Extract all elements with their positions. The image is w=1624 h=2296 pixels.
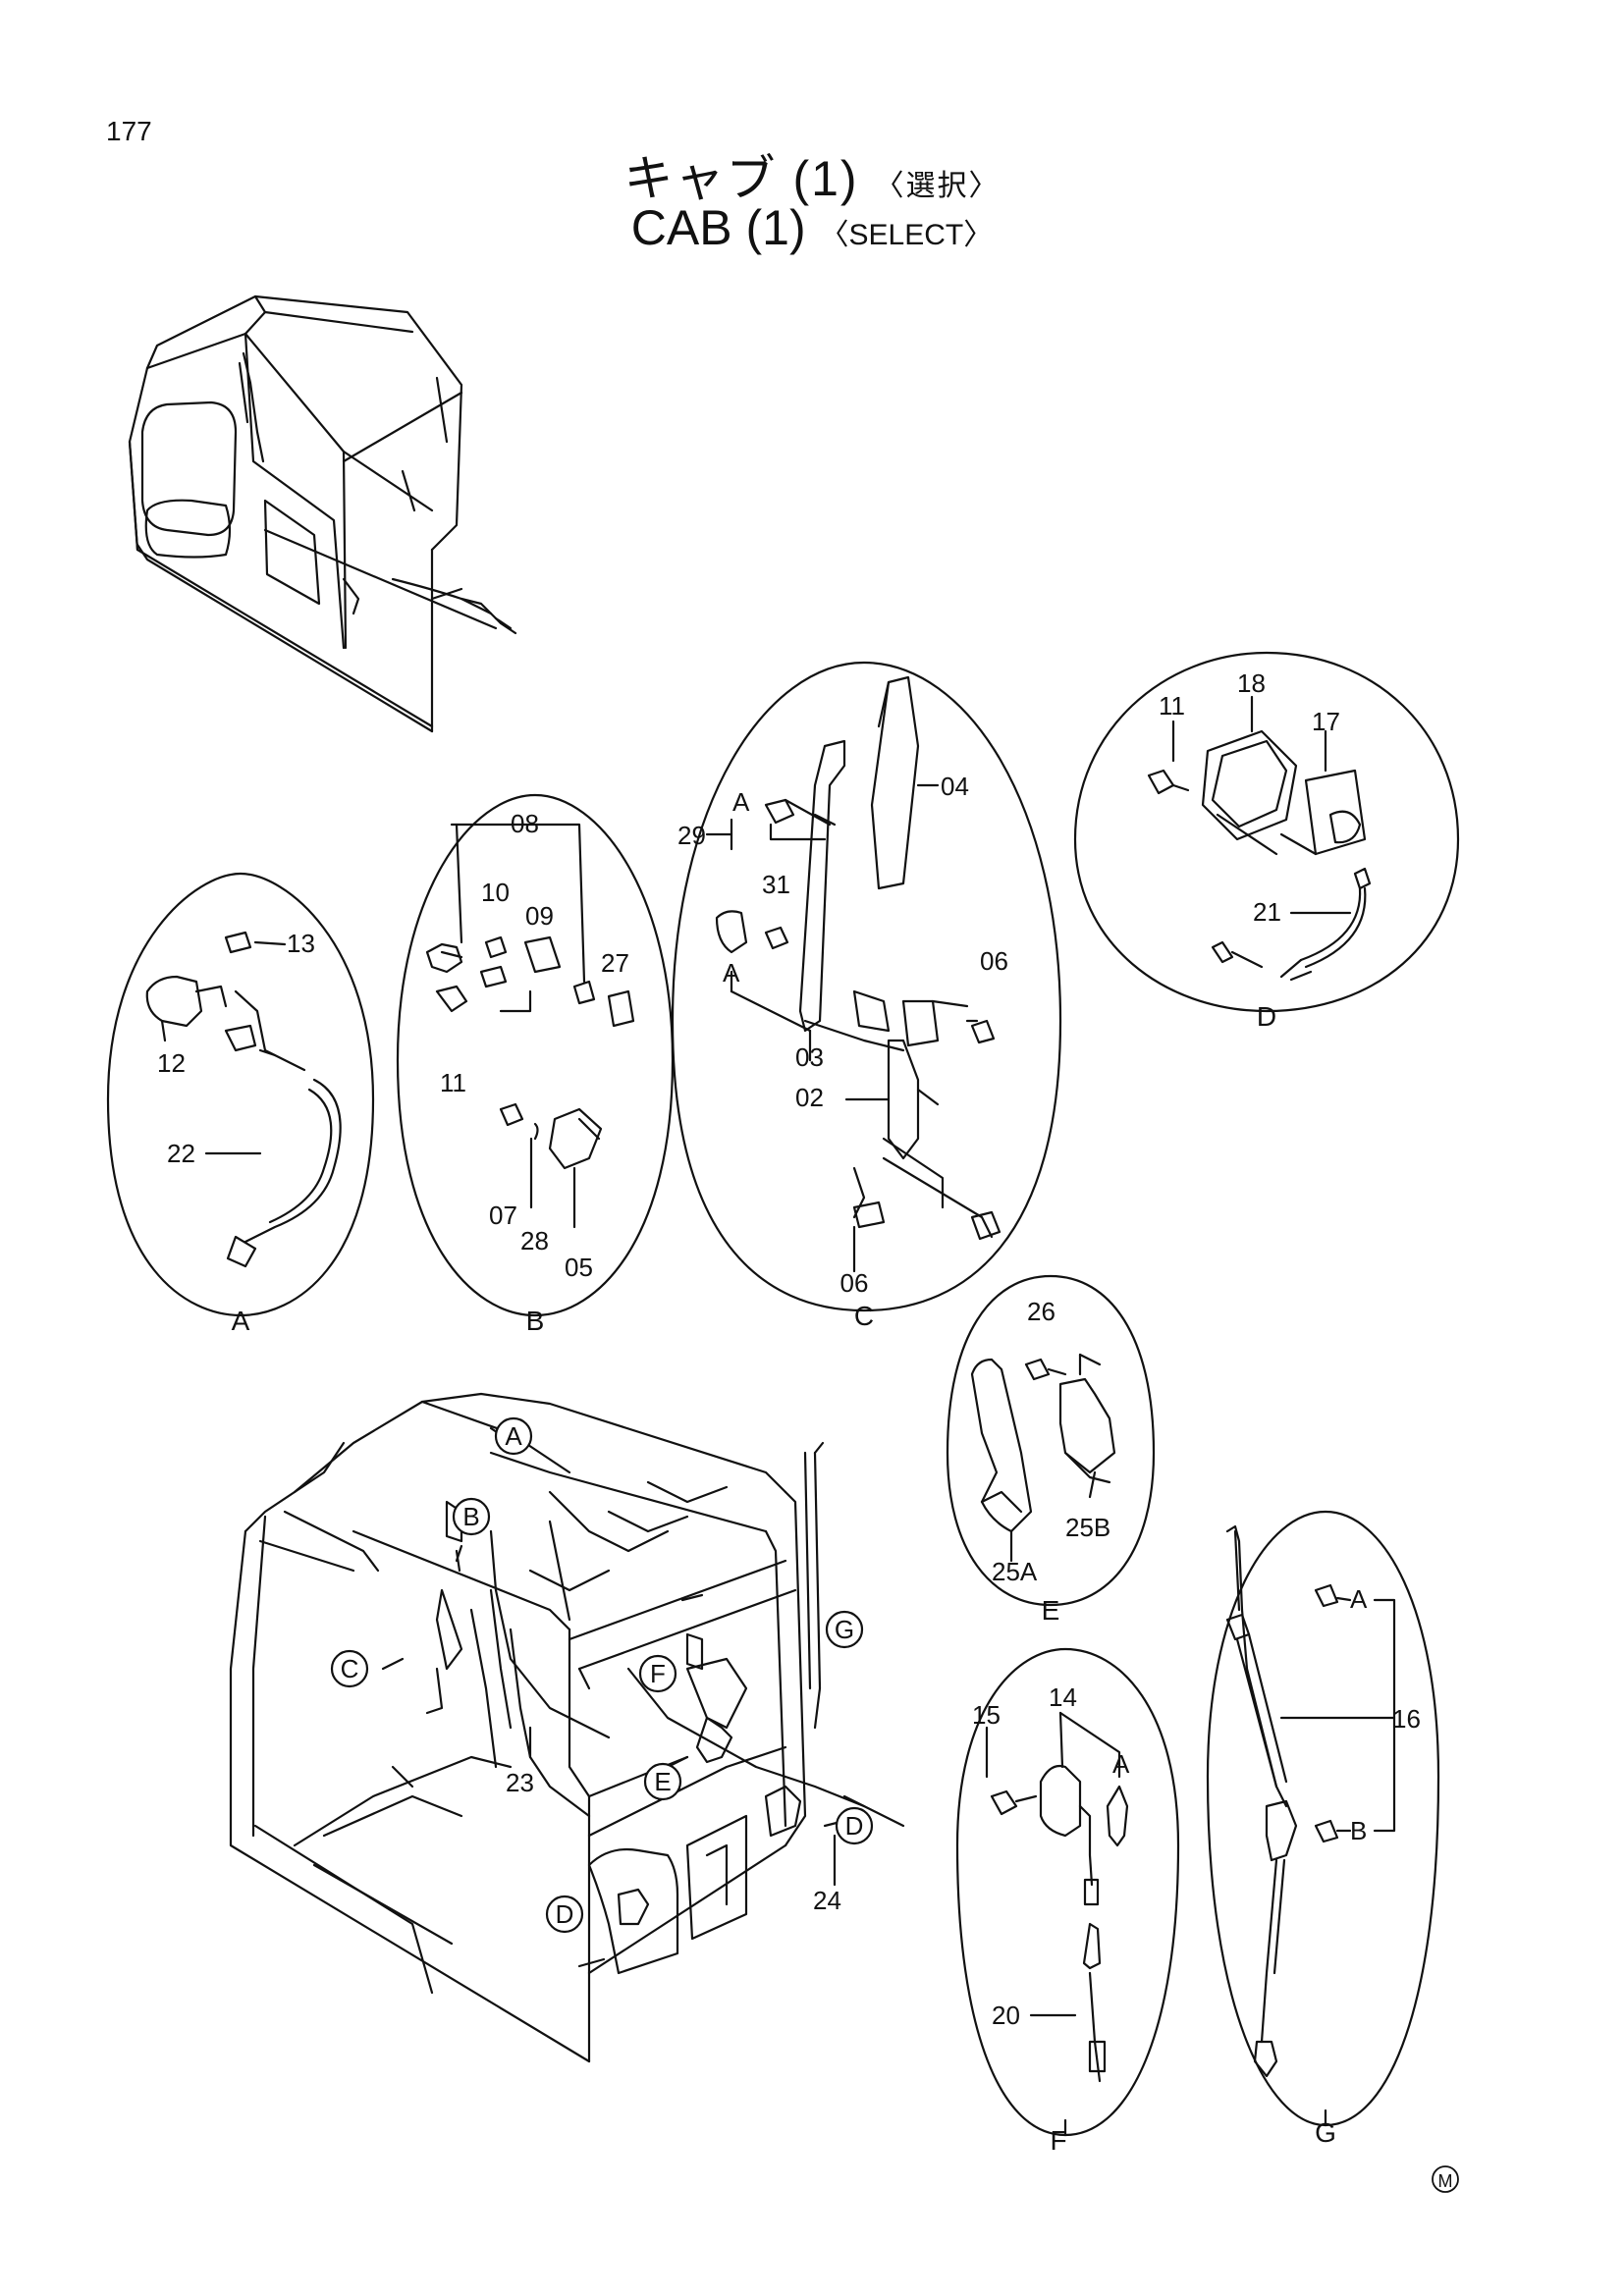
part-label: A: [732, 787, 750, 817]
title-jp-text: キャブ (1): [623, 151, 859, 206]
part-label: 02: [795, 1083, 824, 1112]
part-label: 31: [762, 870, 790, 899]
detail-E-frame: [946, 1274, 1156, 1607]
part-label: 29: [677, 821, 706, 850]
part-label: 26: [1027, 1297, 1056, 1326]
detail-caption: E: [1042, 1595, 1060, 1626]
detail-caption: G: [1315, 2117, 1336, 2148]
title-jp-select: 〈選択〉: [874, 170, 1001, 202]
detail-caption: F: [1050, 2125, 1066, 2156]
part-label: 12: [157, 1048, 186, 1078]
part-label: 15: [972, 1700, 1001, 1730]
page-number: 177: [106, 116, 152, 146]
part-label: 18: [1237, 668, 1266, 698]
callout-B: B: [462, 1502, 479, 1531]
cab-overview-drawing: [128, 294, 517, 733]
part-label: 28: [520, 1226, 549, 1255]
title-en-select: 〈SELECT〉: [819, 219, 994, 251]
cab-main-drawing: [229, 1392, 905, 2063]
part-label: 11: [1159, 691, 1185, 721]
callout-D2: D: [556, 1899, 574, 1929]
part-label: 23: [506, 1768, 534, 1797]
callout-circle-F: [638, 1654, 677, 1693]
part-label: 05: [565, 1253, 593, 1282]
callout-E: E: [654, 1767, 671, 1796]
part-label: 25B: [1065, 1513, 1110, 1542]
part-label: 21: [1253, 897, 1281, 927]
detail-caption: A: [232, 1306, 250, 1336]
detail-D-frame: [1073, 651, 1460, 1013]
part-label: 06: [980, 946, 1008, 976]
part-label: B: [1350, 1816, 1367, 1845]
part-label: 27: [601, 948, 629, 978]
title-en-text: CAB (1): [630, 200, 806, 255]
part-label: A: [723, 958, 740, 988]
part-label: 24: [813, 1886, 841, 1915]
mark-letter: M: [1438, 2171, 1453, 2191]
part-label: A: [1350, 1584, 1368, 1614]
part-label: 11: [440, 1068, 466, 1097]
callout-D1: D: [845, 1811, 864, 1841]
callout-circle-E: [643, 1762, 682, 1801]
callout-circle-G: [825, 1610, 864, 1649]
detail-caption: C: [854, 1301, 874, 1331]
part-label: A: [1112, 1749, 1130, 1779]
part-label: 17: [1312, 707, 1340, 736]
callout-G: G: [835, 1615, 854, 1644]
part-label: 08: [511, 809, 539, 838]
part-label: 10: [481, 878, 510, 907]
detail-A-frame: [106, 872, 375, 1317]
callout-circle-C: [330, 1649, 369, 1688]
part-label: 06: [840, 1268, 869, 1298]
detail-caption: D: [1257, 1001, 1276, 1032]
callout-circle-D1: [835, 1806, 874, 1845]
part-label: 25A: [992, 1557, 1038, 1586]
title-english: CAB (1) 〈SELECT〉: [0, 199, 1624, 256]
detail-caption: B: [526, 1306, 545, 1336]
mark-circle: [1432, 2165, 1459, 2193]
callout-C: C: [341, 1654, 359, 1683]
detail-C-frame: [671, 661, 1062, 1312]
part-label: 07: [489, 1201, 517, 1230]
detail-G-frame: [1206, 1510, 1440, 2127]
part-label: 20: [992, 2001, 1020, 2030]
title-japanese: キャブ (1) 〈選択〉: [0, 139, 1624, 210]
part-label: 09: [525, 901, 554, 931]
callout-circle-B: [452, 1497, 491, 1536]
part-label: 03: [795, 1042, 824, 1072]
part-label: 04: [941, 772, 969, 801]
part-label: 13: [287, 929, 315, 958]
part-label: 16: [1392, 1704, 1421, 1734]
callout-A: A: [505, 1421, 522, 1451]
part-label: 14: [1049, 1682, 1077, 1712]
part-label: 22: [167, 1139, 195, 1168]
detail-F-frame: [955, 1647, 1180, 2137]
callout-circle-D2: [545, 1895, 584, 1934]
callout-circle-A: [494, 1416, 533, 1456]
callout-F: F: [650, 1659, 666, 1688]
